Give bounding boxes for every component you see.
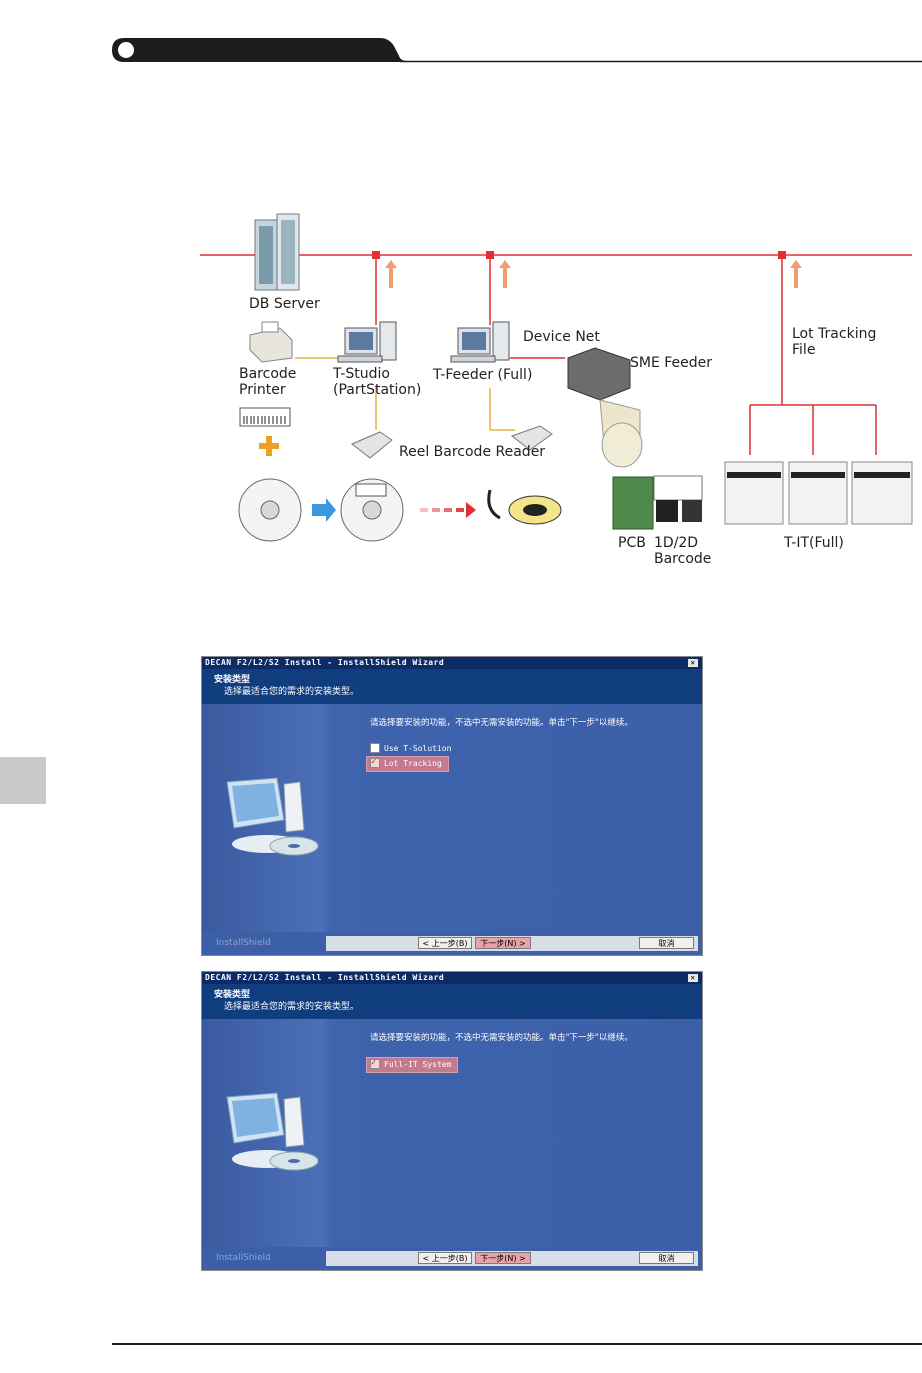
wizard-header: 安装类型 选择最适合您的需求的安装类型。 bbox=[202, 984, 702, 1019]
option-label: Use T-Solution bbox=[384, 744, 452, 753]
wizard-prompt: 请选择要安装的功能，不选中无需安装的功能。单击"下一步"以继续。 bbox=[370, 718, 633, 728]
option-use-t-solution[interactable]: Use T-Solution bbox=[370, 742, 451, 756]
label-device-net: Device Net bbox=[523, 329, 600, 345]
computer-icon bbox=[222, 774, 332, 868]
node-tfeeder bbox=[486, 251, 494, 259]
cancel-button[interactable]: 取消 bbox=[639, 1252, 694, 1264]
installshield-wizard-lot-tracking: DECAN F2/L2/S2 Install - InstallShield W… bbox=[201, 656, 703, 956]
option-full-it-system[interactable]: Full-IT System bbox=[366, 1056, 459, 1073]
wizard-title: DECAN F2/L2/S2 Install - InstallShield W… bbox=[205, 658, 445, 667]
tstudio-pc-icon bbox=[337, 321, 397, 363]
wizard-header: 安装类型 选择最适合您的需求的安装类型。 bbox=[202, 669, 702, 704]
upload-arrows bbox=[385, 260, 802, 288]
computer-icon bbox=[222, 1089, 332, 1183]
label-t-studio: T-Studio (PartStation) bbox=[333, 366, 422, 398]
system-diagram: DB Server Barcode Printer T-Studio (Part… bbox=[0, 200, 922, 580]
label-sme-feeder: SME Feeder bbox=[630, 355, 713, 371]
back-button[interactable]: < 上一步(B) bbox=[418, 1252, 472, 1264]
checkbox-checked-icon[interactable] bbox=[370, 755, 380, 769]
installshield-wizard-full-it: DECAN F2/L2/S2 Install - InstallShield W… bbox=[201, 971, 703, 1271]
label-t-feeder: T-Feeder (Full) bbox=[433, 367, 533, 383]
label-lot-tracking-file: Lot Tracking File bbox=[792, 326, 877, 358]
installshield-brand: InstallShield bbox=[216, 1253, 271, 1263]
side-chapter-tab bbox=[0, 757, 46, 804]
diagram-graphics bbox=[200, 213, 913, 542]
wizard-prompt: 请选择要安装的功能，不选中无需安装的功能。单击"下一步"以继续。 bbox=[370, 1033, 633, 1043]
cancel-button[interactable]: 取消 bbox=[639, 937, 694, 949]
label-reel-barcode-reader: Reel Barcode Reader bbox=[399, 444, 546, 460]
arrow-right-icon bbox=[312, 498, 336, 522]
tfeeder-pc-icon bbox=[450, 321, 510, 363]
close-icon[interactable]: ✕ bbox=[688, 974, 698, 982]
footer-rule bbox=[112, 1343, 922, 1345]
checkbox-checked-icon[interactable] bbox=[370, 1056, 380, 1070]
wizard-header-subtitle: 选择最适合您的需求的安装类型。 bbox=[224, 1002, 360, 1012]
back-button[interactable]: < 上一步(B) bbox=[418, 937, 472, 949]
header-tab-shape bbox=[112, 38, 922, 63]
tit-machine-icon bbox=[724, 461, 913, 525]
db-server-icon bbox=[254, 213, 300, 291]
label-db-server: DB Server bbox=[249, 296, 320, 312]
wizard-header-subtitle: 选择最适合您的需求的安装类型。 bbox=[224, 687, 360, 697]
barcode-printer-icon bbox=[249, 321, 293, 363]
barcode-1d-icon bbox=[653, 475, 703, 501]
wizard-header-title: 安装类型 bbox=[214, 990, 251, 1000]
dashed-arrow-icon bbox=[420, 502, 476, 518]
node-tstudio bbox=[372, 251, 380, 259]
wizard-button-bar: < 上一步(B) 下一步(N) > 取消 bbox=[326, 936, 698, 951]
wizard-button-bar: < 上一步(B) 下一步(N) > 取消 bbox=[326, 1251, 698, 1266]
option-label: Full-IT System bbox=[384, 1060, 452, 1069]
wizard-body: 请选择要安装的功能，不选中无需安装的功能。单击"下一步"以继续。 Use T-S… bbox=[202, 704, 702, 932]
close-icon[interactable]: ✕ bbox=[688, 659, 698, 667]
wizard-title-bar: DECAN F2/L2/S2 Install - InstallShield W… bbox=[202, 972, 702, 984]
pcb-icon bbox=[612, 476, 654, 530]
plus-icon bbox=[259, 436, 279, 456]
reel-icon bbox=[238, 478, 404, 542]
header-bullet-icon bbox=[118, 42, 134, 58]
label-pcb: PCB bbox=[618, 535, 646, 551]
wizard-title-bar: DECAN F2/L2/S2 Install - InstallShield W… bbox=[202, 657, 702, 669]
tape-reel-icon bbox=[487, 489, 562, 525]
option-lot-tracking[interactable]: Lot Tracking bbox=[366, 755, 449, 772]
node-tit bbox=[778, 251, 786, 259]
label-barcode-1d2d: 1D/2D Barcode bbox=[654, 535, 712, 567]
wizard-title: DECAN F2/L2/S2 Install - InstallShield W… bbox=[205, 973, 445, 982]
header-tab bbox=[0, 0, 922, 65]
next-button[interactable]: 下一步(N) > bbox=[475, 937, 531, 949]
wizard-footer: InstallShield < 上一步(B) 下一步(N) > 取消 bbox=[202, 932, 702, 955]
label-t-it-full: T-IT(Full) bbox=[784, 535, 844, 551]
wizard-footer: InstallShield < 上一步(B) 下一步(N) > 取消 bbox=[202, 1247, 702, 1270]
label-barcode-printer: Barcode Printer bbox=[239, 366, 297, 398]
checkbox-icon[interactable] bbox=[370, 742, 380, 753]
wizard-header-title: 安装类型 bbox=[214, 675, 251, 685]
next-button[interactable]: 下一步(N) > bbox=[475, 1252, 531, 1264]
installshield-brand: InstallShield bbox=[216, 938, 271, 948]
reel-barcode-reader-icon bbox=[351, 425, 553, 459]
wizard-body: 请选择要安装的功能，不选中无需安装的功能。单击"下一步"以继续。 Full-IT… bbox=[202, 1019, 702, 1247]
option-label: Lot Tracking bbox=[384, 759, 442, 768]
sme-feeder-icon bbox=[567, 347, 643, 468]
qr-code-icon bbox=[656, 500, 678, 522]
